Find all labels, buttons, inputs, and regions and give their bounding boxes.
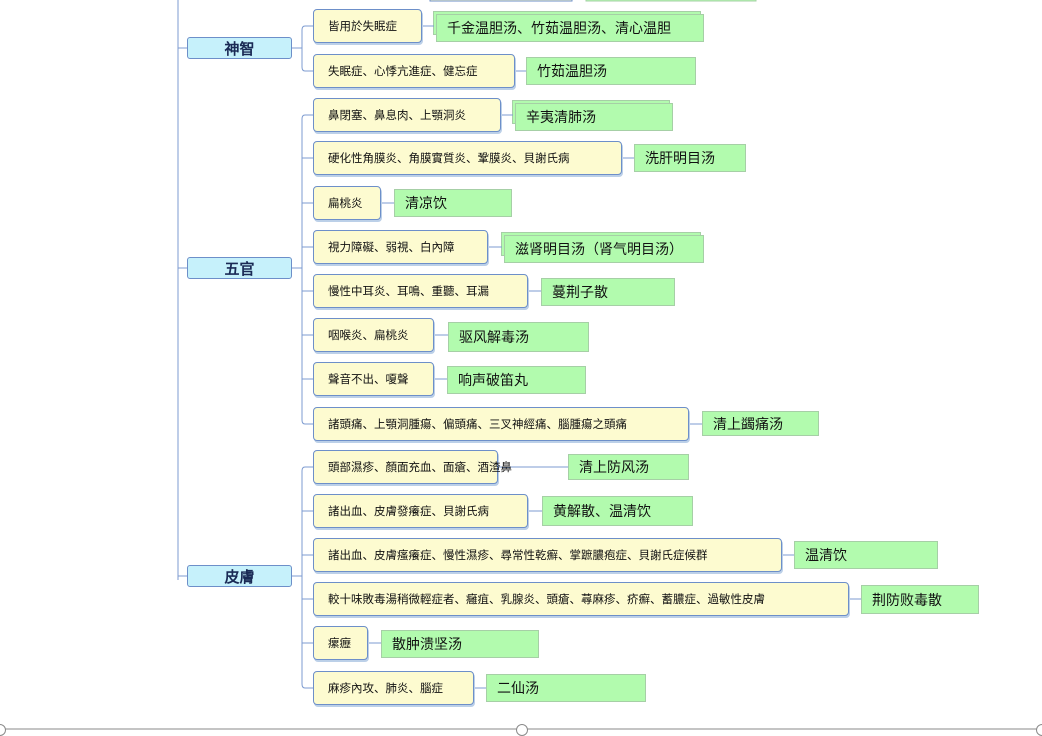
remedy-node[interactable]: 清上蠲痛汤 — [702, 411, 819, 436]
remedy-node[interactable]: 温清饮 — [794, 541, 938, 569]
symptom-node[interactable]: 失眠症、心悸亢進症、健忘症 — [313, 54, 515, 88]
remedy-node[interactable]: 滋肾明目汤（肾气明目汤） — [501, 232, 704, 263]
symptom-node[interactable]: 諸出血、皮膚瘙癢症、慢性濕疹、尋常性乾癬、掌蹠膿疱症、貝謝氏症候群 — [313, 538, 782, 572]
symptom-node[interactable]: 瘰癧 — [313, 626, 368, 660]
remedy-node[interactable]: 竹茹温胆汤 — [526, 57, 696, 85]
category-node-facial-features[interactable]: 五官 — [187, 257, 292, 279]
remedy-node[interactable]: 辛夷清肺汤 — [512, 100, 673, 131]
remedy-node[interactable]: 荆防败毒散 — [861, 585, 979, 614]
remedy-node[interactable]: 散肿溃坚汤 — [381, 630, 539, 658]
remedy-node[interactable]: 二仙汤 — [486, 674, 646, 702]
resize-handle-center[interactable] — [516, 724, 528, 736]
category-node-mind[interactable]: 神智 — [187, 37, 292, 59]
symptom-node[interactable]: 較十味敗毒湯稍微輕症者、癰疽、乳腺炎、頭瘡、蕁麻疹、疥癬、蓄膿症、過敏性皮膚 — [313, 582, 849, 616]
remedy-node[interactable]: 驱风解毒汤 — [448, 322, 589, 352]
resize-handle-right[interactable] — [1036, 724, 1042, 736]
symptom-node[interactable]: 鼻閉塞、鼻息肉、上顎洞炎 — [313, 98, 501, 132]
symptom-node[interactable]: 頭部濕疹、顏面充血、面瘡、酒渣鼻 — [313, 450, 512, 484]
remedy-node[interactable]: 清凉饮 — [394, 189, 512, 217]
symptom-node[interactable]: 硬化性角膜炎、角膜實質炎、鞏膜炎、貝謝氏病 — [313, 141, 622, 175]
symptom-node[interactable]: 視力障礙、弱視、白內障 — [313, 230, 488, 264]
symptom-node[interactable]: 咽喉炎、扁桃炎 — [313, 318, 434, 352]
symptom-node[interactable]: 皆用於失眠症 — [313, 9, 422, 43]
remedy-node[interactable]: 响声破笛丸 — [447, 366, 586, 394]
remedy-node[interactable]: 洗肝明目汤 — [634, 144, 746, 172]
remedy-node[interactable]: 清上防风汤 — [568, 454, 689, 480]
symptom-node[interactable]: 慢性中耳炎、耳鳴、重聽、耳漏 — [313, 274, 528, 308]
symptom-node[interactable]: 扁桃炎 — [313, 186, 381, 220]
symptom-node[interactable]: 麻疹內攻、肺炎、腦症 — [313, 671, 474, 705]
remedy-node[interactable]: 千金温胆汤、竹茹温胆汤、清心温胆 — [433, 11, 704, 42]
remedy-node[interactable]: 蔓荆子散 — [541, 278, 675, 306]
symptom-node[interactable]: 聲音不出、嗄聲 — [313, 362, 434, 396]
symptom-node[interactable]: 諸出血、皮膚發癢症、貝謝氏病 — [313, 494, 528, 528]
remedy-node[interactable]: 黄解散、温清饮 — [542, 496, 693, 526]
category-node-skin[interactable]: 皮膚 — [187, 565, 292, 587]
symptom-node[interactable]: 諸頭痛、上顎洞腫瘍、偏頭痛、三叉神經痛、腦腫瘍之頭痛 — [313, 407, 689, 441]
